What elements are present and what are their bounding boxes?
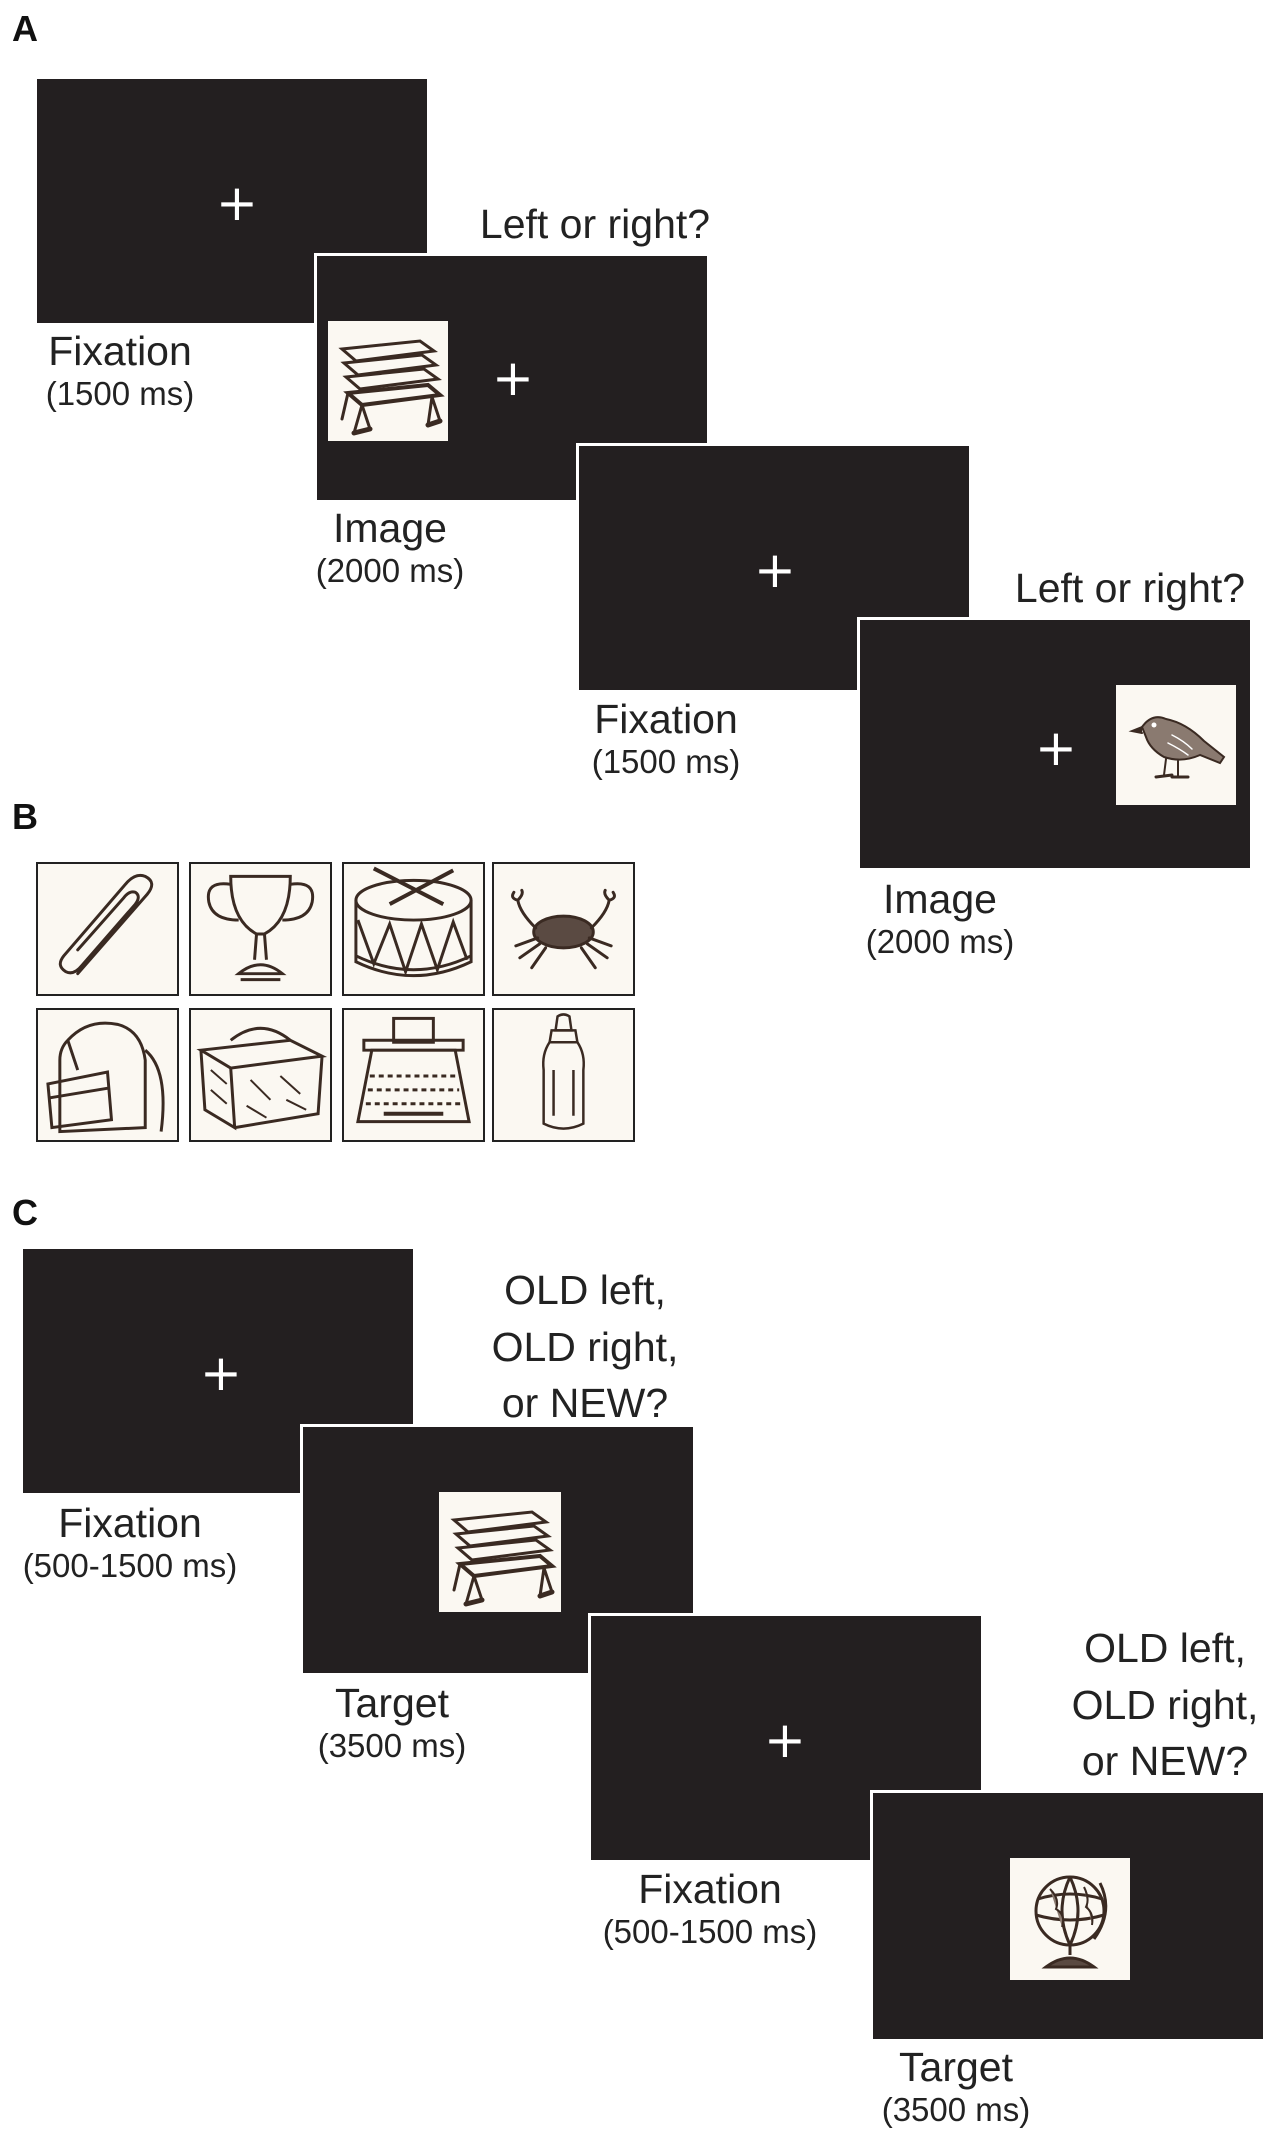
fixation-cross: + [1035,719,1077,777]
object-thumbnail [189,1008,332,1142]
stage-name: Fixation [594,696,738,742]
fixation-cross: + [200,1344,242,1402]
question-c1: OLD left, OLD right, or NEW? [460,1262,710,1432]
drum-icon [354,866,473,978]
object-thumbnail [36,1008,179,1142]
globe-icon [1034,1875,1108,1969]
panel-c-letter: C [12,1192,38,1233]
stimulus-image [328,321,448,441]
object-thumbnail [492,1008,635,1142]
stimulus-image [1116,685,1236,805]
fixation-cross: + [216,174,258,232]
image-label-a1: Image (2000 ms) [290,505,490,590]
stage-duration: (2000 ms) [315,552,465,589]
stage-duration: (500-1500 ms) [22,1547,238,1584]
stage-name: Target [335,1680,449,1726]
fixation-label-c1: Fixation (500-1500 ms) [0,1500,260,1585]
stage-duration: (3500 ms) [317,1727,467,1764]
question-line: or NEW? [501,1380,669,1427]
fixation-screen-a1: + [34,76,430,326]
target-label-c1: Target (3500 ms) [292,1680,492,1765]
stage-name: Target [899,2044,1013,2090]
typewriter-icon [356,1016,471,1124]
stage-duration: (1500 ms) [591,743,741,780]
fixation-cross: + [754,541,796,599]
bench-icon [338,339,445,436]
question-line: OLD right, [491,1323,679,1370]
stage-duration: (2000 ms) [865,923,1015,960]
object-thumbnail [342,1008,485,1142]
target-label-c2: Target (3500 ms) [856,2044,1056,2129]
paperclip-icon [58,873,154,976]
stage-name: Fixation [58,1500,202,1546]
object-thumbnail [36,862,179,996]
question-line: or NEW? [1081,1738,1249,1785]
stage-duration: (3500 ms) [881,2091,1031,2128]
stage-duration: (1500 ms) [45,375,195,412]
object-thumbnail [189,862,332,996]
bird-icon [1128,716,1226,779]
panel-a-letter: A [12,8,38,49]
backpack-icon [46,1021,165,1134]
fixation-label-a1: Fixation (1500 ms) [20,328,220,413]
trophy-icon [206,874,315,982]
question-line: OLD left, [504,1267,666,1313]
image-label-a2: Image (2000 ms) [840,876,1040,961]
stage-duration: (500-1500 ms) [602,1913,818,1950]
stage-name: Fixation [48,328,192,374]
panel-b-letter: B [12,796,38,837]
stimulus-image [1010,1858,1130,1980]
baby-bottle-icon [542,1013,585,1130]
stage-name: Image [883,876,997,922]
question-line: OLD right, [1071,1681,1259,1728]
object-thumbnail [492,862,635,996]
stage-name: Image [333,505,447,551]
basket-icon [196,1026,328,1131]
fixation-screen-c2: + [588,1613,984,1863]
question-a2: Left or right? [1014,565,1246,611]
question-c2: OLD left, OLD right, or NEW? [1040,1620,1267,1790]
image-screen-a2: + [857,617,1253,871]
question-a1: Left or right? [479,201,711,247]
stage-name: Fixation [638,1866,782,1912]
fixation-cross: + [492,349,534,407]
fixation-label-a2: Fixation (1500 ms) [566,696,766,781]
fixation-cross: + [764,1711,806,1769]
target-screen-c2 [870,1790,1266,2042]
question-line: OLD left, [1084,1625,1246,1671]
bench-icon [450,1510,557,1607]
stimulus-image [439,1492,561,1612]
fixation-label-c2: Fixation (500-1500 ms) [580,1866,840,1951]
object-thumbnail [342,862,485,996]
crab-icon [511,888,616,970]
